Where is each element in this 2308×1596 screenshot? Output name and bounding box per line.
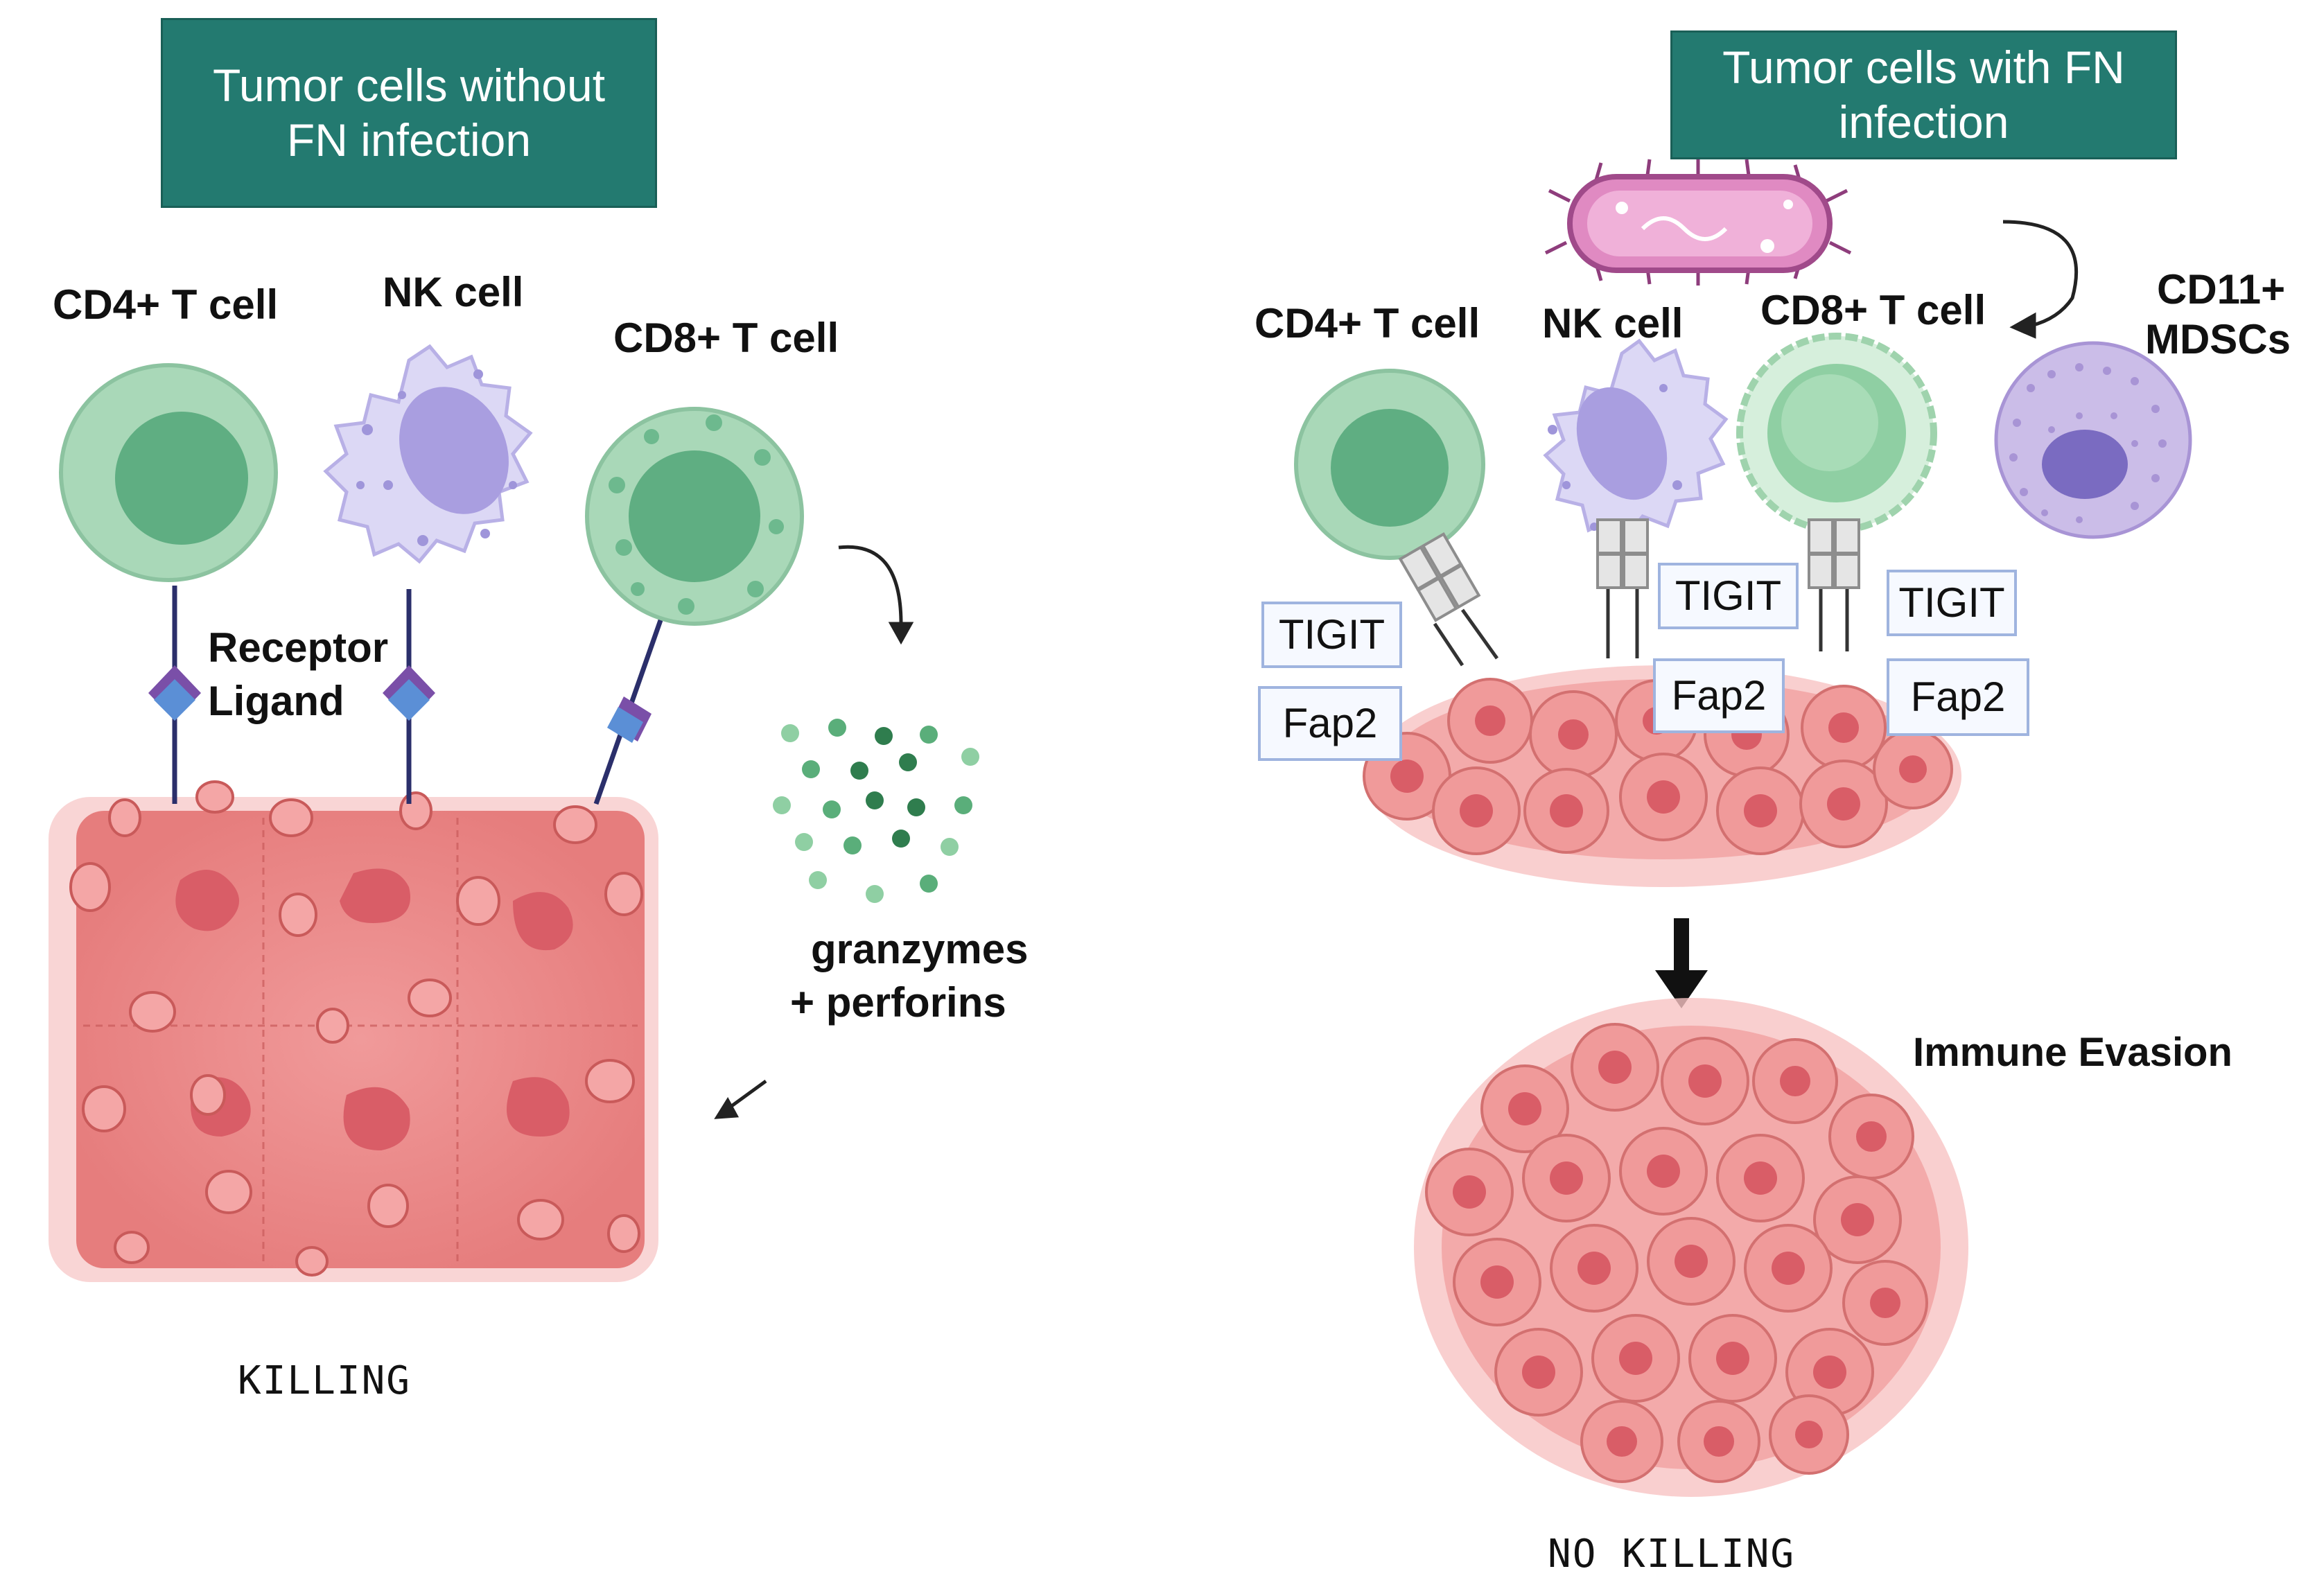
nk-cell-right xyxy=(1543,338,1729,538)
mdsc-cell xyxy=(1994,341,2192,539)
cd8-t-cell-right xyxy=(1736,333,1937,534)
nk-cell-left xyxy=(323,344,533,564)
receptor-label: Receptor xyxy=(208,624,389,671)
left-title-line2: FN infection xyxy=(286,114,532,166)
mdsc-label-line2: MDSCs xyxy=(2145,316,2291,362)
left-panel-title: Tumor cells without FN infection xyxy=(161,18,657,208)
granzymes-label: granzymes xyxy=(811,926,1029,972)
killing-outcome-label: KILLING xyxy=(238,1358,412,1403)
right-cd8-label: CD8+ T cell xyxy=(1760,287,1986,333)
tumor-mass-left xyxy=(49,780,658,1282)
fap2-label-2: Fap2 xyxy=(1653,658,1785,733)
down-arrow-icon xyxy=(1655,918,1708,1008)
tigit-label-3: TIGIT xyxy=(1887,570,2017,636)
curved-arrow-icon-left xyxy=(838,545,914,645)
curved-arrow-icon-right xyxy=(2002,220,2079,339)
left-cd4-label: CD4+ T cell xyxy=(53,281,279,328)
granzymes-perforins-dots xyxy=(773,719,979,903)
arrow-to-tumor-icon xyxy=(714,1079,767,1119)
tumor-layer-right xyxy=(1363,665,1961,887)
tumor-cluster-right xyxy=(1414,998,1968,1497)
immune-evasion-label: Immune Evasion xyxy=(1913,1030,2232,1075)
ligand-label: Ligand xyxy=(208,678,344,724)
cd4-t-cell-right xyxy=(1294,369,1485,560)
perforins-label: + perforins xyxy=(790,979,1006,1026)
mdsc-label-line1: CD11+ xyxy=(2157,266,2286,313)
right-panel-title: Tumor cells with FN infection xyxy=(1670,30,2177,159)
left-title-line1: Tumor cells without xyxy=(212,59,606,111)
right-nk-label: NK cell xyxy=(1542,300,1684,347)
receptor-ligand-markers-left xyxy=(148,665,652,743)
tigit-label-1: TIGIT xyxy=(1261,602,1402,668)
fap2-label-3: Fap2 xyxy=(1887,658,2029,736)
right-title-line1: Tumor cells with FN xyxy=(1722,41,2125,93)
cd4-t-cell-left xyxy=(59,363,278,582)
fap2-label-1: Fap2 xyxy=(1258,686,1402,761)
cd8-t-cell-left xyxy=(585,407,804,626)
tigit-receptor-stacks xyxy=(1398,518,1860,622)
fn-bacterium-icon xyxy=(1544,158,1852,286)
tigit-receptor-stems xyxy=(1433,589,1849,667)
tigit-label-2: TIGIT xyxy=(1658,563,1799,629)
right-cd4-label: CD4+ T cell xyxy=(1254,300,1480,347)
no-killing-outcome-label: NO KILLING xyxy=(1548,1532,1796,1577)
right-title-line2: infection xyxy=(1838,96,2009,148)
left-cd8-label: CD8+ T cell xyxy=(613,315,839,361)
left-nk-label: NK cell xyxy=(383,269,524,315)
